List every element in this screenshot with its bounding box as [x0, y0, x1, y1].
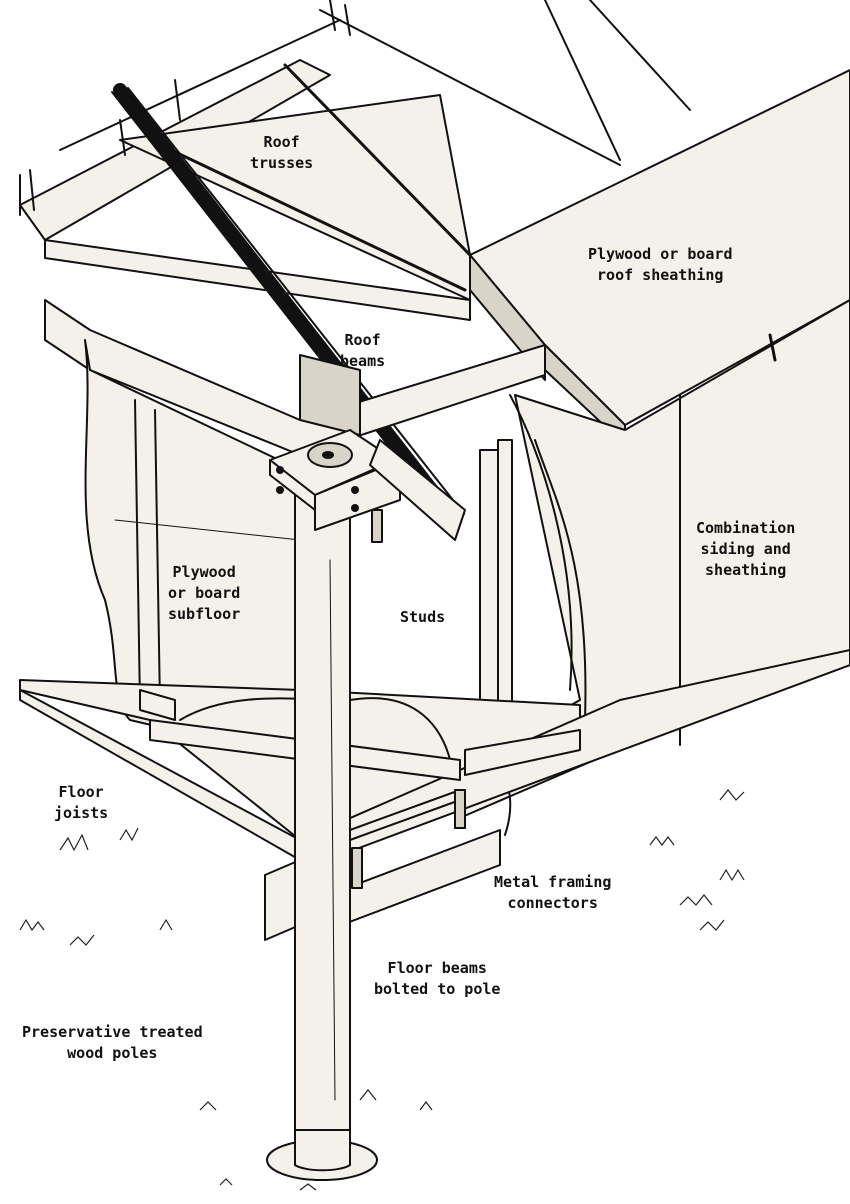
roof-sheathing-panel — [469, 0, 850, 446]
wall-studs — [479, 394, 587, 756]
label-roof-trusses: Roof trusses — [250, 133, 314, 172]
roof-trusses — [19, 0, 621, 527]
label-roof-beams: Roof beams — [340, 331, 386, 370]
ground-grass — [19, 789, 745, 1191]
label-roof-sheathing: Plywood or board roof sheathing — [588, 245, 733, 284]
pole-top-connection — [269, 429, 466, 543]
label-floor-joists: Floor joists — [54, 783, 109, 822]
label-floor-beams: Floor beams bolted to pole — [374, 959, 501, 998]
label-subfloor: Plywood or board subfloor — [168, 563, 241, 623]
wood-pole — [266, 469, 378, 1181]
label-combination-siding: Combination siding and sheathing — [696, 519, 796, 579]
label-treated-poles: Preservative treated wood poles — [22, 1023, 203, 1062]
sheathing-bracket — [768, 333, 777, 362]
label-metal-connectors: Metal framing connectors — [494, 873, 612, 912]
label-studs: Studs — [400, 608, 446, 626]
left-wall-cutaway — [84, 339, 301, 761]
roof-beam — [44, 299, 546, 456]
